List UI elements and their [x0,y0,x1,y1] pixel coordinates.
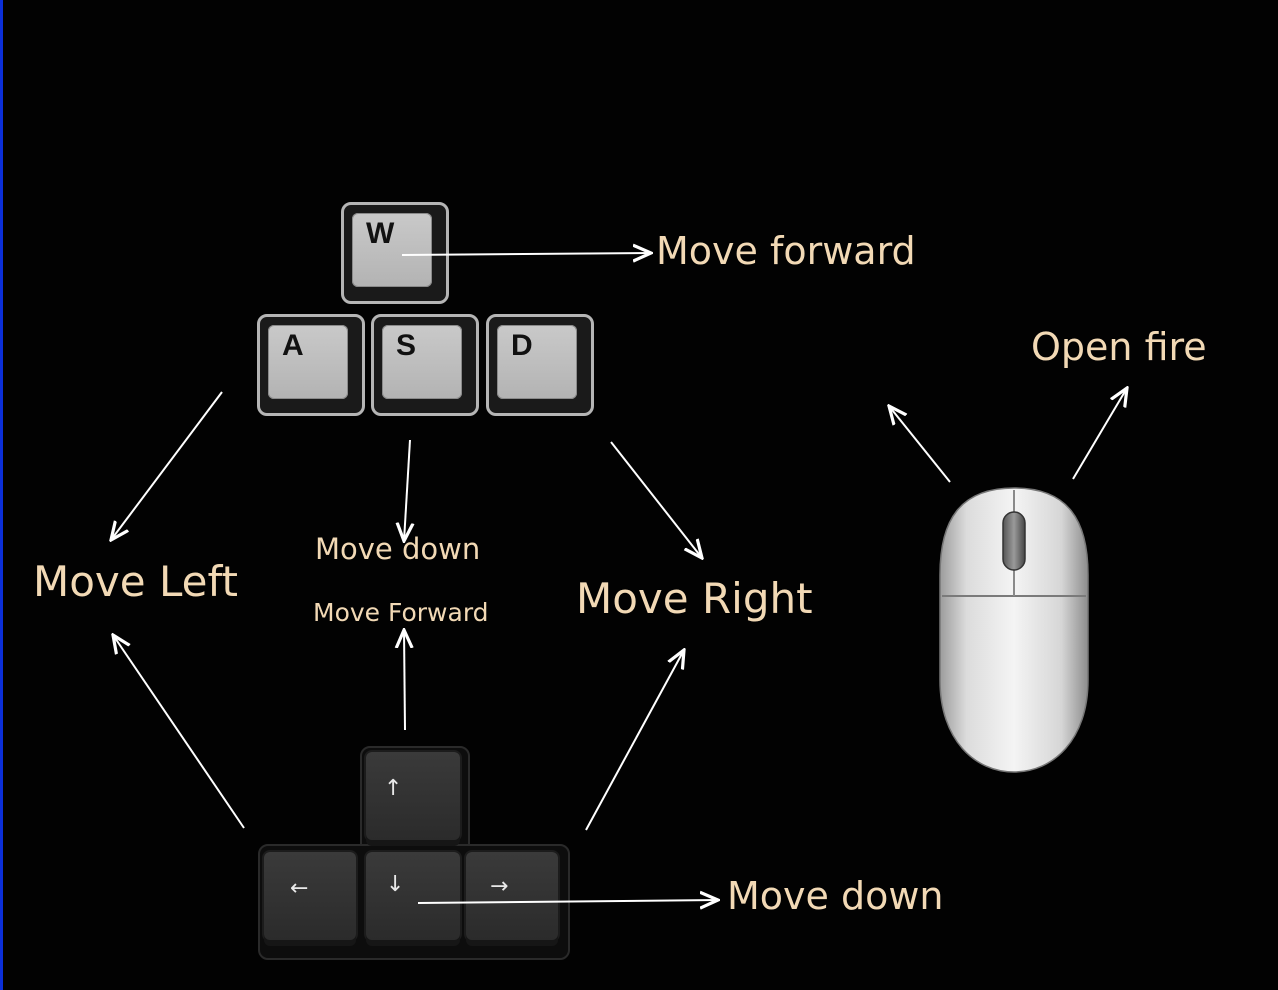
label-move-down-top: Move down [315,532,481,566]
arrow-up-icon: ↑ [384,776,403,801]
label-move-forward: Move forward [656,229,916,273]
arrow-right-key[interactable]: → [466,852,558,940]
arrow-d-right [610,441,702,558]
scroll-wheel-icon [1002,511,1026,571]
arrow-downkey-down [417,900,718,903]
arrow-down-icon: ↓ [386,872,405,897]
arrow-right-icon: → [490,874,509,899]
label-move-left: Move Left [33,557,238,606]
label-move-down-bottom: Move down [727,874,944,918]
arrow-up-key[interactable]: ↑ [366,752,460,840]
key-w-letter: W [366,217,395,250]
key-s-cap [382,325,462,399]
arrow-down-key[interactable]: ↓ [366,852,460,940]
arrow-upkey-forward [404,630,405,731]
key-w-cap [352,213,432,287]
arrow-w-forward [401,253,651,255]
key-w[interactable]: W [341,202,449,304]
arrow-leftkey-left [113,635,245,829]
arrow-s-down [404,439,410,541]
key-d[interactable]: D [486,314,594,416]
arrow-a-left [111,391,223,540]
key-d-cap [497,325,577,399]
mouse-body [939,487,1089,773]
key-a-cap [268,325,348,399]
arrow-mouse-right-button [1072,388,1127,480]
arrow-mouse-left-button [889,406,951,483]
arrow-rightkey-right [585,650,684,831]
key-s[interactable]: S [371,314,479,416]
label-move-right: Move Right [576,574,813,623]
window-border [0,0,3,990]
label-move-forward-small: Move Forward [313,598,489,627]
label-open-fire: Open fire [1031,325,1207,369]
key-a[interactable]: A [257,314,365,416]
key-s-letter: S [396,329,417,362]
key-a-letter: A [282,329,304,362]
key-d-letter: D [511,329,533,362]
arrow-left-icon: ← [290,876,309,901]
arrow-left-key[interactable]: ← [264,852,356,940]
